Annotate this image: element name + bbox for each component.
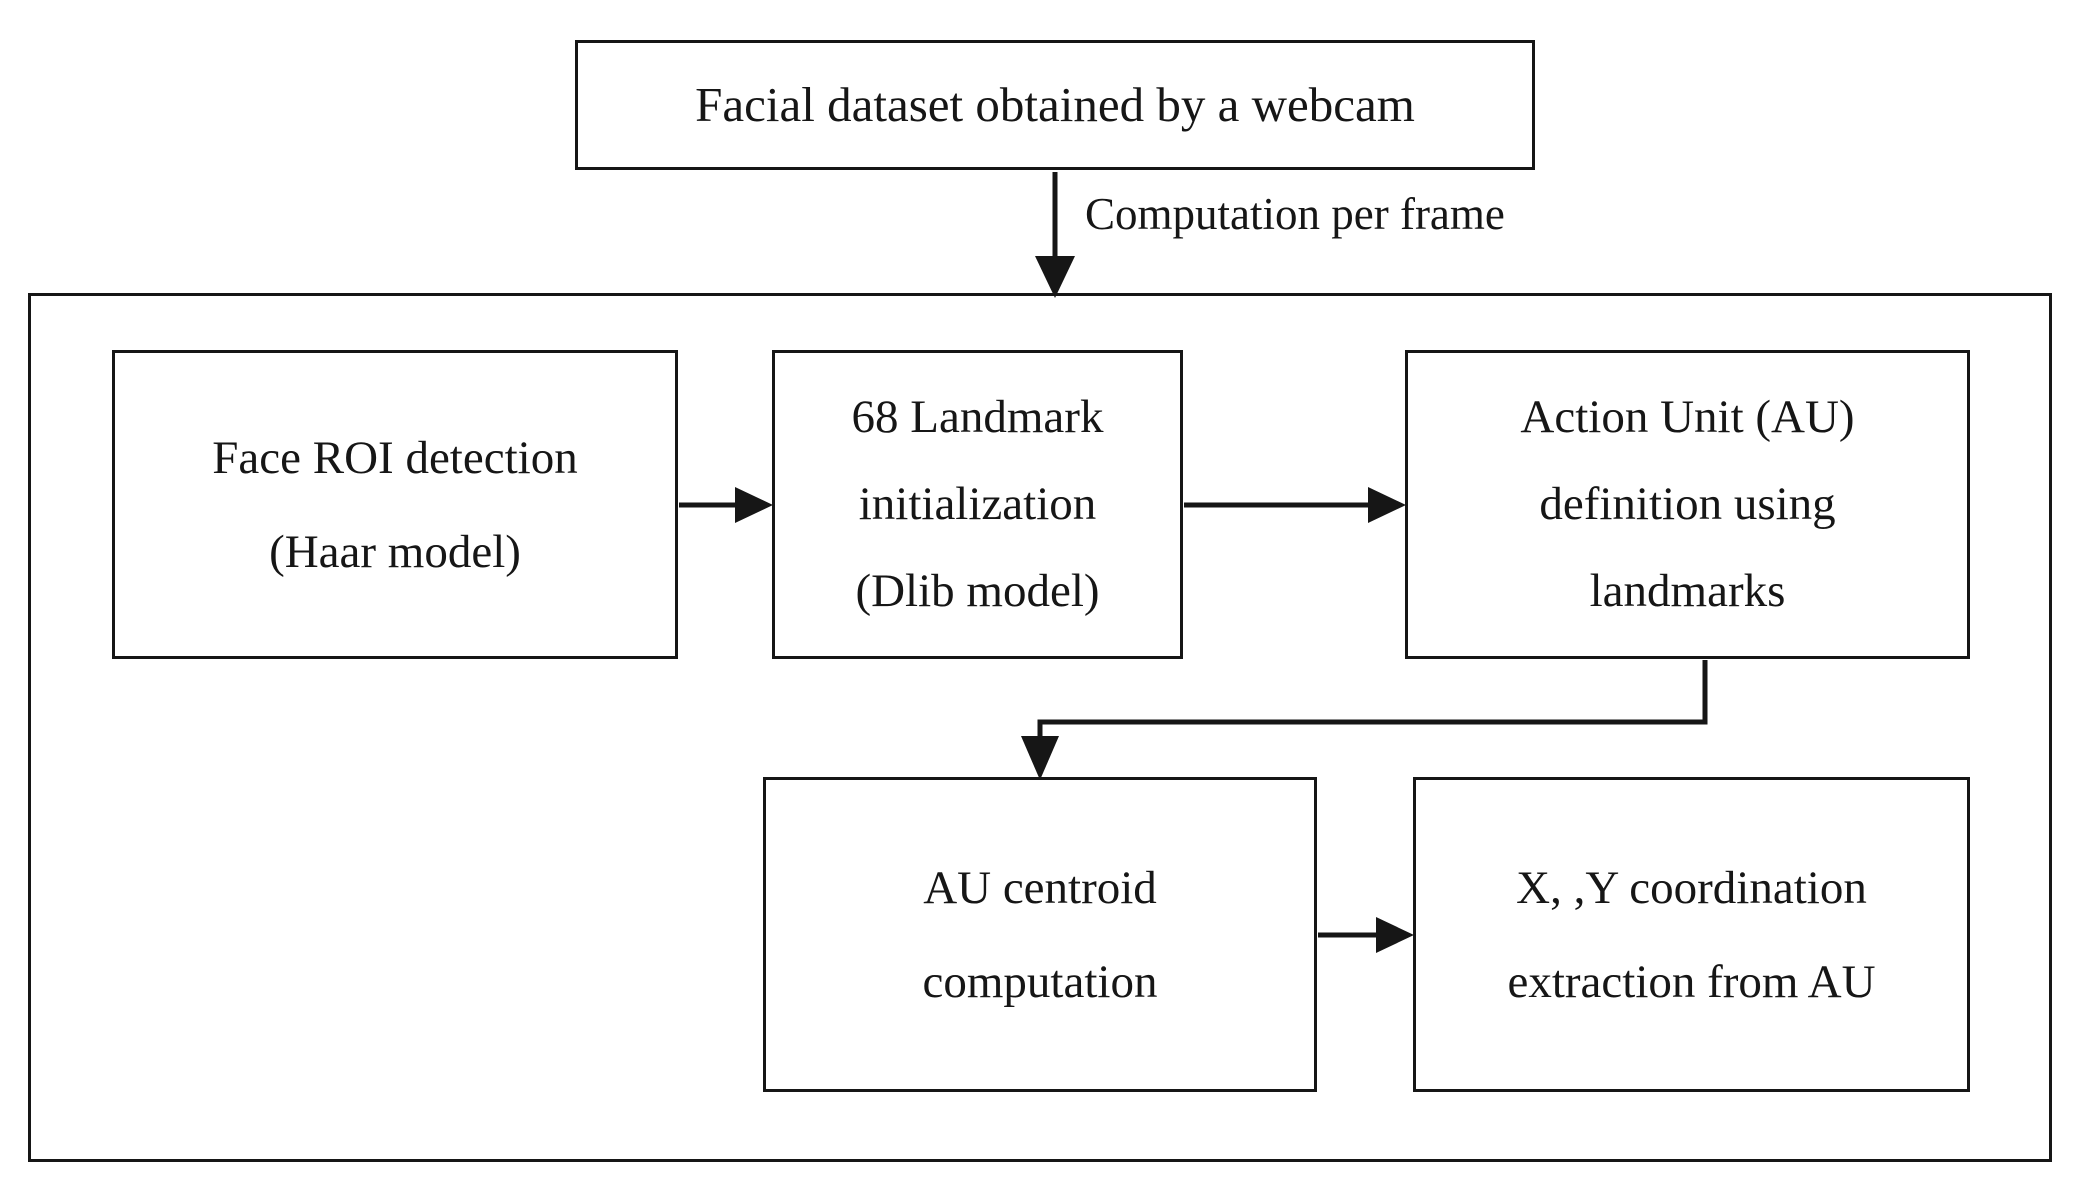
node-au-centroid-computation-line-1: AU centroid <box>923 861 1157 914</box>
node-landmark-initialization[interactable]: 68 Landmark initialization (Dlib model) <box>772 350 1183 659</box>
node-facial-dataset[interactable]: Facial dataset obtained by a webcam <box>575 40 1535 170</box>
node-au-centroid-computation-line-2: computation <box>922 955 1158 1008</box>
node-landmark-initialization-line-3: (Dlib model) <box>855 564 1100 617</box>
edge-source-to-pipeline-arrowhead <box>1035 256 1075 298</box>
node-au-centroid-computation[interactable]: AU centroid computation <box>763 777 1317 1092</box>
node-action-unit-definition[interactable]: Action Unit (AU) definition using landma… <box>1405 350 1970 659</box>
node-landmark-initialization-line-2: initialization <box>858 478 1097 531</box>
node-action-unit-definition-line-1: Action Unit (AU) <box>1520 391 1855 444</box>
node-action-unit-definition-line-3: landmarks <box>1589 564 1786 617</box>
edge-label-computation-per-frame: Computation per frame <box>1085 189 1505 239</box>
node-action-unit-definition-line-2: definition using <box>1539 478 1836 531</box>
node-xy-coordination-extraction-line-2: extraction from AU <box>1507 955 1876 1008</box>
node-landmark-initialization-line-1: 68 Landmark <box>851 391 1104 444</box>
pipeline-group-frame <box>28 293 2052 1162</box>
node-xy-coordination-extraction-line-1: X, ,Y coordination <box>1516 861 1867 914</box>
node-xy-coordination-extraction[interactable]: X, ,Y coordination extraction from AU <box>1413 777 1970 1092</box>
node-face-roi-detection[interactable]: Face ROI detection (Haar model) <box>112 350 678 659</box>
node-facial-dataset-line-1: Facial dataset obtained by a webcam <box>695 77 1415 133</box>
node-face-roi-detection-line-2: (Haar model) <box>269 525 521 578</box>
node-face-roi-detection-line-1: Face ROI detection <box>212 431 578 484</box>
